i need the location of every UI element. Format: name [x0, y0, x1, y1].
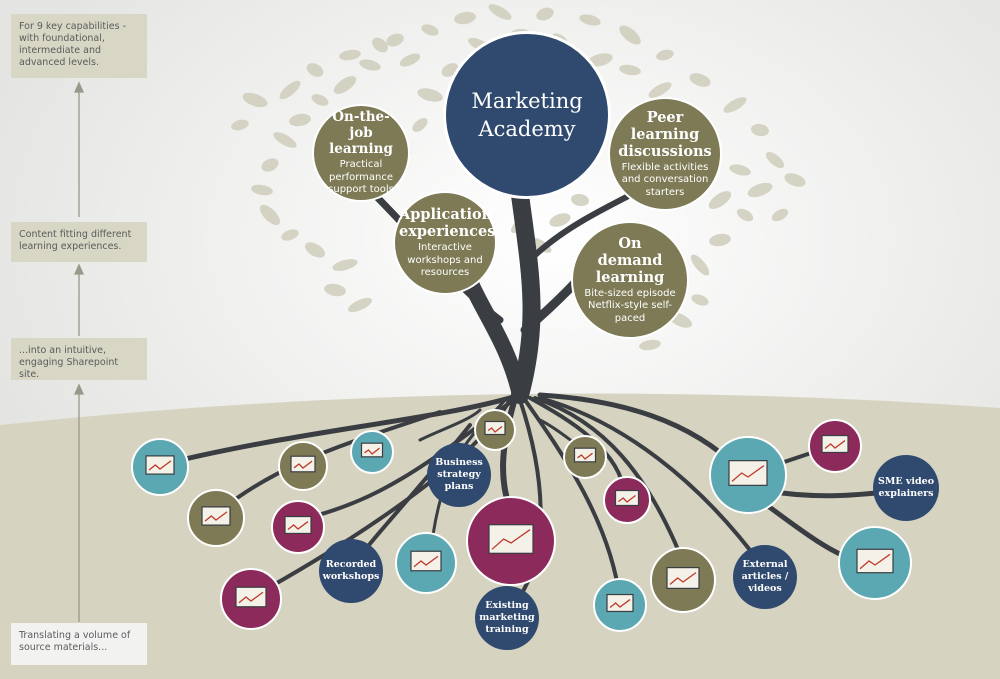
branch-title: Application experiences: [399, 206, 496, 241]
leaf: [281, 229, 299, 241]
clipboard-icon: [838, 526, 912, 600]
leaf: [736, 208, 754, 222]
leaf: [332, 259, 358, 271]
leaf: [784, 173, 806, 187]
branch-title: On demand learning: [595, 234, 665, 286]
root-icons: [131, 409, 912, 632]
leaf: [251, 184, 273, 196]
branch-title: On-the-job learning: [329, 109, 393, 158]
code-monitor-icon: [650, 547, 716, 613]
leaf: [571, 193, 589, 207]
chat-monitor-icon: [350, 430, 394, 474]
side-box-content: Content fitting different learning exper…: [11, 222, 147, 262]
branch-subtitle: Bite-sized episode Netflix-style self-pa…: [584, 287, 676, 324]
leaf: [421, 24, 439, 36]
branch-peer-learning: Peer learning discussions Flexible activ…: [608, 97, 722, 211]
leaf: [708, 191, 732, 209]
leaf: [372, 37, 388, 53]
leaf: [691, 294, 709, 306]
documents-icon: [474, 409, 516, 451]
leaf: [648, 82, 672, 98]
progress-arrows: [73, 81, 85, 622]
printout-icon: [603, 476, 651, 524]
branch-subtitle: Practical performance support tools: [328, 159, 394, 196]
main-title-line1: Marketing: [471, 89, 583, 113]
whiteboard-chart-icon: [593, 578, 647, 632]
side-box-capabilities: For 9 key capabilities - with foundation…: [11, 14, 147, 78]
root-external-articles: External articles / videos: [733, 545, 797, 609]
leaf: [306, 63, 324, 77]
leaf: [709, 233, 731, 247]
leaf: [273, 132, 297, 148]
leaf: [417, 88, 443, 102]
side-box-source-materials: Translating a volume of source materials…: [11, 623, 147, 665]
leaf: [656, 49, 674, 61]
leaf: [579, 14, 601, 26]
root-sme-video: SME video explainers: [873, 455, 939, 521]
leaf: [619, 25, 641, 45]
leaf: [324, 283, 346, 297]
leaf: [339, 49, 361, 61]
leaf: [348, 297, 372, 313]
root-existing-training: Existing marketing training: [475, 586, 539, 650]
folder-icon: [187, 489, 245, 547]
leaf: [259, 204, 281, 226]
leaf: [729, 164, 751, 176]
settings-monitor-icon: [709, 436, 787, 514]
leaf: [536, 7, 554, 21]
leaf: [488, 4, 512, 20]
leaf: [261, 158, 279, 172]
leaf: [279, 80, 301, 100]
branch-on-demand: On demand learning Bite-sized episode Ne…: [571, 221, 689, 339]
leaf: [689, 73, 711, 87]
leaf: [359, 59, 381, 71]
marketing-academy-circle: Marketing Academy: [443, 31, 611, 199]
text-document-icon: [271, 500, 325, 554]
leaf: [765, 151, 785, 169]
leaf: [386, 33, 404, 47]
leaf: [690, 254, 710, 276]
report-icon: [563, 435, 607, 479]
branch-title: Peer learning discussions: [618, 108, 712, 160]
branch-on-the-job: On-the-job learning Practical performanc…: [312, 104, 410, 202]
leaf: [311, 94, 329, 106]
branch-application-experiences: Application experiences Interactive work…: [393, 191, 497, 295]
video-play-icon: [466, 496, 556, 586]
leaf: [747, 182, 773, 198]
leaf: [619, 64, 641, 76]
main-title-line2: Academy: [478, 117, 576, 141]
leaf: [454, 11, 476, 25]
leaf: [639, 339, 661, 351]
branch-subtitle: Interactive workshops and resources: [407, 242, 483, 279]
leaf: [549, 213, 571, 227]
leaf: [771, 208, 789, 222]
leaf: [231, 119, 249, 131]
leaf: [289, 113, 311, 127]
line-chart-icon: [220, 568, 282, 630]
leaf: [399, 53, 421, 67]
leaf: [305, 242, 325, 258]
leaf: [242, 92, 268, 108]
chart-monitor-icon: [131, 438, 189, 496]
leaf: [723, 97, 747, 113]
branch-subtitle: Flexible activities and conversation sta…: [621, 161, 709, 198]
pie-chart-icon: [278, 441, 328, 491]
video-presentation-icon: [395, 532, 457, 594]
leaf: [333, 76, 357, 94]
leaf: [751, 123, 769, 137]
checklist-clipboard-icon: [808, 419, 862, 473]
side-box-sharepoint: ...into an intuitive, engaging Sharepoin…: [11, 338, 147, 380]
leaf: [412, 118, 428, 132]
root-recorded-workshops: Recorded workshops: [319, 539, 383, 603]
root-business-strategy: Business strategy plans: [427, 443, 491, 507]
